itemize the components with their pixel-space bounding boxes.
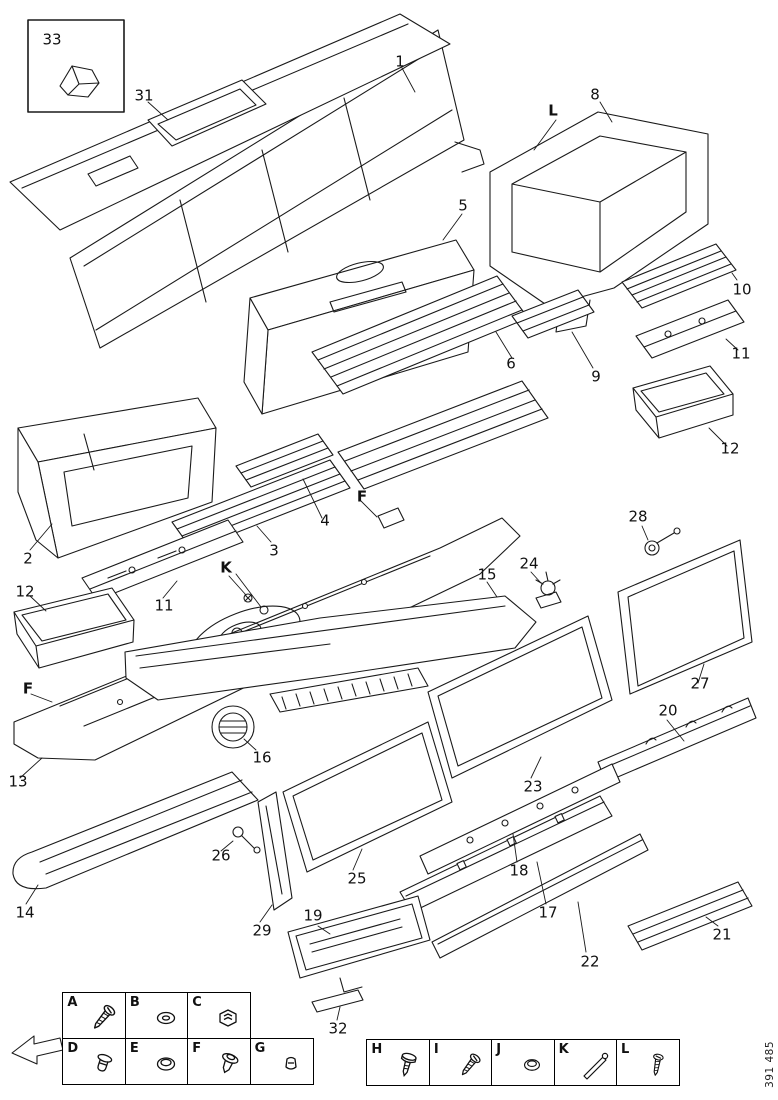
legend-letter: K xyxy=(558,1042,569,1058)
part-32-trim-strip xyxy=(311,989,364,1013)
part-19-trim-bracket xyxy=(287,895,431,993)
legend-letter: B xyxy=(129,995,140,1011)
washer-screw-icon xyxy=(211,1047,245,1081)
legend-row: H I J K xyxy=(366,1039,681,1087)
fastener-k-clips xyxy=(243,593,269,615)
part-15-load-floor-panel xyxy=(124,595,537,701)
part-12-storage-tub-right xyxy=(632,365,734,439)
leader-lines xyxy=(19,67,739,1021)
legend-cell-K: K xyxy=(553,1039,618,1087)
legend-letter: E xyxy=(129,1040,139,1056)
part-4-floor-slat-panel xyxy=(235,433,334,488)
screw-icon xyxy=(640,1048,674,1082)
legend-letter: L xyxy=(621,1042,630,1058)
legend-letter: F xyxy=(192,1040,202,1056)
legend-row: D E F G xyxy=(62,1037,314,1085)
legend-letter: H xyxy=(371,1042,383,1058)
screw-icon xyxy=(86,1001,120,1035)
part-16-speaker-grille xyxy=(211,705,255,749)
legend-cell-L: L xyxy=(616,1039,681,1087)
part-27-trim-panel xyxy=(617,539,753,695)
part-26-clip xyxy=(232,826,261,854)
fastener-legend-left: A B C D xyxy=(62,992,314,1085)
legend-cell-D: D xyxy=(62,1037,127,1085)
fastener-legend-right: H I J K xyxy=(366,1039,681,1087)
part-f-bracket-top xyxy=(377,507,405,529)
part-21-floor-slat-panel xyxy=(627,881,753,951)
legend-cell-I: I xyxy=(428,1039,493,1087)
part-24-latch-knob xyxy=(535,571,562,609)
legend-cell-J: J xyxy=(491,1039,556,1087)
legend-row: A B C xyxy=(62,992,314,1040)
inset-box-33 xyxy=(27,19,125,113)
grommet-icon xyxy=(515,1048,549,1082)
part-23-trim-panel xyxy=(427,615,613,779)
legend-letter: C xyxy=(192,995,202,1011)
vent-grille-strip xyxy=(269,667,429,713)
legend-letter: G xyxy=(254,1040,266,1056)
part-7-floor-slat-panel xyxy=(337,380,549,490)
legend-cell-F: F xyxy=(187,1037,252,1085)
legend-cell-A: A xyxy=(62,992,127,1040)
part-22-sill-rail xyxy=(431,833,649,959)
legend-cell-C: C xyxy=(187,992,252,1040)
legend-cell-H: H xyxy=(366,1039,431,1087)
pin-icon xyxy=(578,1048,612,1082)
grommet-icon xyxy=(149,1047,183,1081)
legend-cell-B: B xyxy=(124,992,189,1040)
legend-letter: J xyxy=(496,1042,502,1058)
part-2-side-box-left xyxy=(17,397,217,559)
bolt-icon xyxy=(390,1048,424,1082)
part-10-floor-slat-panel xyxy=(621,243,737,309)
small-clip-icon xyxy=(274,1047,308,1081)
part-18-sill-rail xyxy=(419,763,621,875)
part-8-side-box-right xyxy=(489,111,709,333)
part-28-latch-knob xyxy=(644,527,681,556)
legend-letter: D xyxy=(67,1040,79,1056)
direction-arrow xyxy=(11,1035,64,1065)
clip-icon xyxy=(211,1001,245,1035)
part-25-trim-panel xyxy=(282,721,453,873)
part-20-scuff-rail xyxy=(597,697,757,783)
part-12-storage-tub-left xyxy=(13,587,135,669)
part-31-upper-trim-panel xyxy=(9,13,451,231)
legend-letter: A xyxy=(67,995,78,1011)
legend-cell-G: G xyxy=(249,1037,314,1085)
part-14-sill-trim xyxy=(12,771,259,890)
figure-reference-number: 391 485 xyxy=(764,1041,776,1088)
part-29-pillar-trim xyxy=(257,791,293,911)
screw-icon xyxy=(453,1048,487,1082)
part-11-sill-plate-right xyxy=(635,299,745,359)
part-9-floor-slat-panel xyxy=(511,289,595,339)
speed-nut-icon xyxy=(149,1001,183,1035)
legend-letter: I xyxy=(433,1042,439,1058)
legend-cell-E: E xyxy=(124,1037,189,1085)
rivet-icon xyxy=(86,1047,120,1081)
